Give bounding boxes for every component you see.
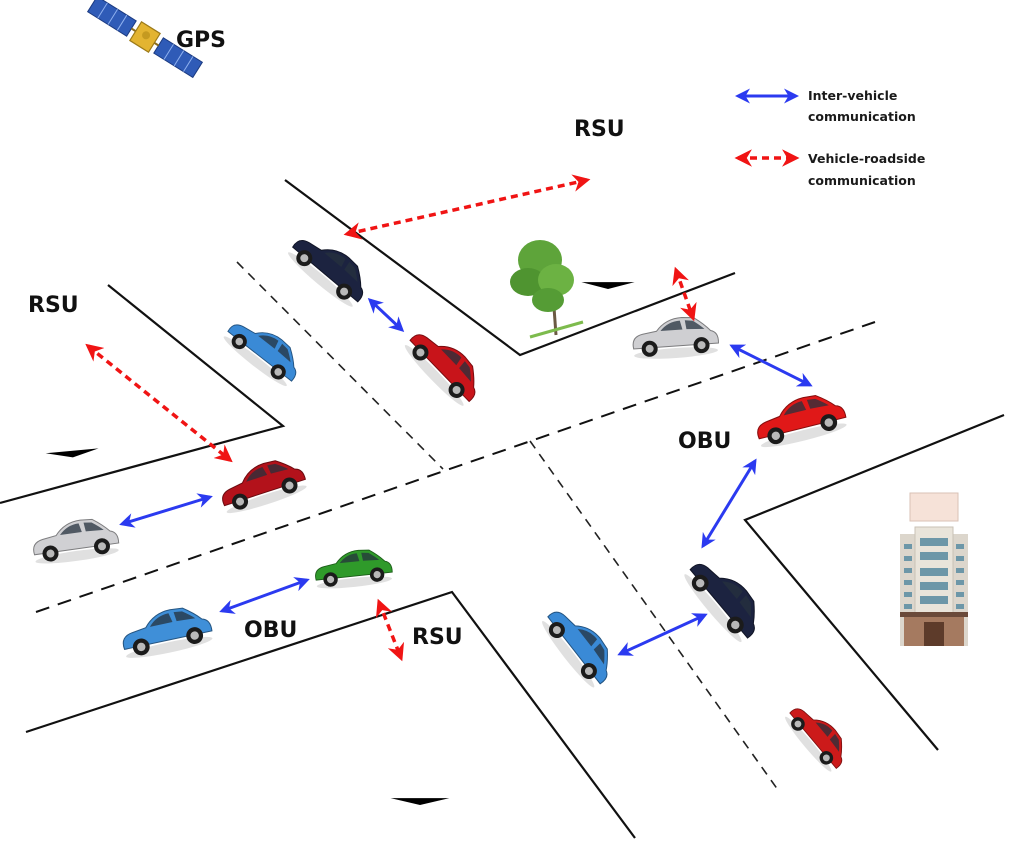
car-hubcap bbox=[235, 337, 244, 346]
car-blue-upper-left-icon bbox=[223, 324, 297, 387]
legend-vehicle-roadside-line2: communication bbox=[808, 173, 916, 188]
rsu-tower-top-icon bbox=[579, 151, 637, 298]
road-network bbox=[0, 179, 1005, 839]
car-windows bbox=[339, 552, 380, 564]
car-hubcap bbox=[340, 287, 349, 296]
inter-vehicle-links bbox=[119, 297, 813, 656]
car-hubcap bbox=[824, 418, 833, 427]
car-red-right-obu-icon bbox=[757, 395, 847, 448]
car-hubcap bbox=[822, 754, 830, 762]
obu-right-label: OBU bbox=[678, 429, 731, 454]
v2v-link-red-obu-navy bbox=[701, 458, 757, 549]
lane-divider-upper bbox=[236, 261, 444, 470]
curb-upper-left-block bbox=[0, 284, 286, 505]
car-hubcap bbox=[794, 720, 802, 728]
car-hubcap bbox=[326, 575, 335, 584]
car-hubcap bbox=[300, 254, 309, 263]
legend: Inter-vehicle communication Vehicle-road… bbox=[734, 88, 925, 188]
car-hubcap bbox=[584, 667, 593, 676]
car-hubcap bbox=[696, 578, 705, 588]
obu-left-label: OBU bbox=[244, 618, 297, 643]
car-red-bottom-right-icon bbox=[785, 708, 843, 772]
rsu-top-label: RSU bbox=[574, 117, 625, 142]
car-hubcap bbox=[285, 481, 294, 490]
car-silver-left-icon bbox=[33, 518, 120, 564]
car-windows bbox=[660, 320, 705, 331]
car-silver-right-icon bbox=[632, 316, 719, 359]
v2v-link-blue-green bbox=[219, 577, 310, 614]
car-windows bbox=[815, 722, 840, 752]
car-windows bbox=[60, 522, 104, 536]
car-body bbox=[757, 395, 847, 440]
legend-vehicle-roadside-line1: Vehicle-roadside bbox=[808, 151, 925, 166]
gps-satellite-icon bbox=[86, 0, 204, 79]
vehicle-roadside-links bbox=[85, 174, 697, 662]
car-hubcap bbox=[452, 385, 461, 394]
v2v-link-silver-red-left bbox=[119, 493, 213, 528]
car-green-icon bbox=[315, 549, 393, 589]
car-blue-lower-icon bbox=[542, 611, 608, 688]
v2v-link-blue-navy-lower bbox=[617, 613, 708, 656]
car-windows bbox=[149, 611, 196, 627]
car-windows bbox=[258, 335, 291, 363]
car-navy-lower-icon bbox=[684, 563, 755, 643]
car-hubcap bbox=[137, 642, 146, 652]
rsu-left-label: RSU bbox=[28, 293, 79, 318]
v2v-link-navy-red-upper bbox=[367, 297, 405, 333]
car-hubcap bbox=[731, 620, 740, 630]
car-hubcap bbox=[46, 549, 55, 558]
car-windows bbox=[783, 398, 829, 416]
car-hubcap bbox=[697, 341, 706, 350]
car-hubcap bbox=[274, 368, 282, 376]
legend-inter-vehicle-line1: Inter-vehicle bbox=[808, 88, 897, 103]
car-hubcap bbox=[190, 631, 199, 640]
v2v-link-silver-red-right bbox=[729, 344, 813, 387]
car-hubcap bbox=[645, 344, 654, 353]
legend-inter-vehicle-line2: communication bbox=[808, 109, 916, 124]
car-navy-top-icon bbox=[288, 240, 364, 307]
car-hubcap bbox=[373, 571, 381, 579]
car-hubcap bbox=[97, 542, 106, 551]
gps-label: GPS bbox=[176, 28, 226, 53]
vehicles bbox=[33, 240, 847, 772]
car-windows bbox=[324, 252, 358, 282]
rsu-tower-left-icon bbox=[28, 324, 103, 469]
rsu-tower-bottom-icon bbox=[388, 667, 452, 814]
car-red-upper-icon bbox=[404, 334, 476, 406]
car-red-left-icon bbox=[222, 460, 307, 514]
car-windows bbox=[246, 463, 289, 482]
tree-icon bbox=[510, 240, 584, 339]
curb-bottom-block bbox=[25, 590, 636, 839]
car-hubcap bbox=[416, 348, 425, 357]
v2i-link-left-rsu-red bbox=[85, 343, 233, 463]
car-hubcap bbox=[771, 431, 780, 440]
car-windows bbox=[441, 349, 471, 382]
v2i-link-top-rsu-silver bbox=[672, 266, 697, 322]
rsu-bottom-label: RSU bbox=[412, 625, 463, 650]
car-blue-bottom-left-icon bbox=[122, 607, 213, 658]
car-hubcap bbox=[236, 497, 245, 506]
building-icon bbox=[900, 492, 968, 646]
v2i-link-bottom-rsu-green bbox=[375, 598, 405, 662]
car-windows bbox=[721, 581, 752, 618]
car-hubcap bbox=[552, 626, 561, 635]
car-windows bbox=[577, 629, 605, 665]
v2i-link-top-rsu-navy bbox=[343, 174, 591, 240]
